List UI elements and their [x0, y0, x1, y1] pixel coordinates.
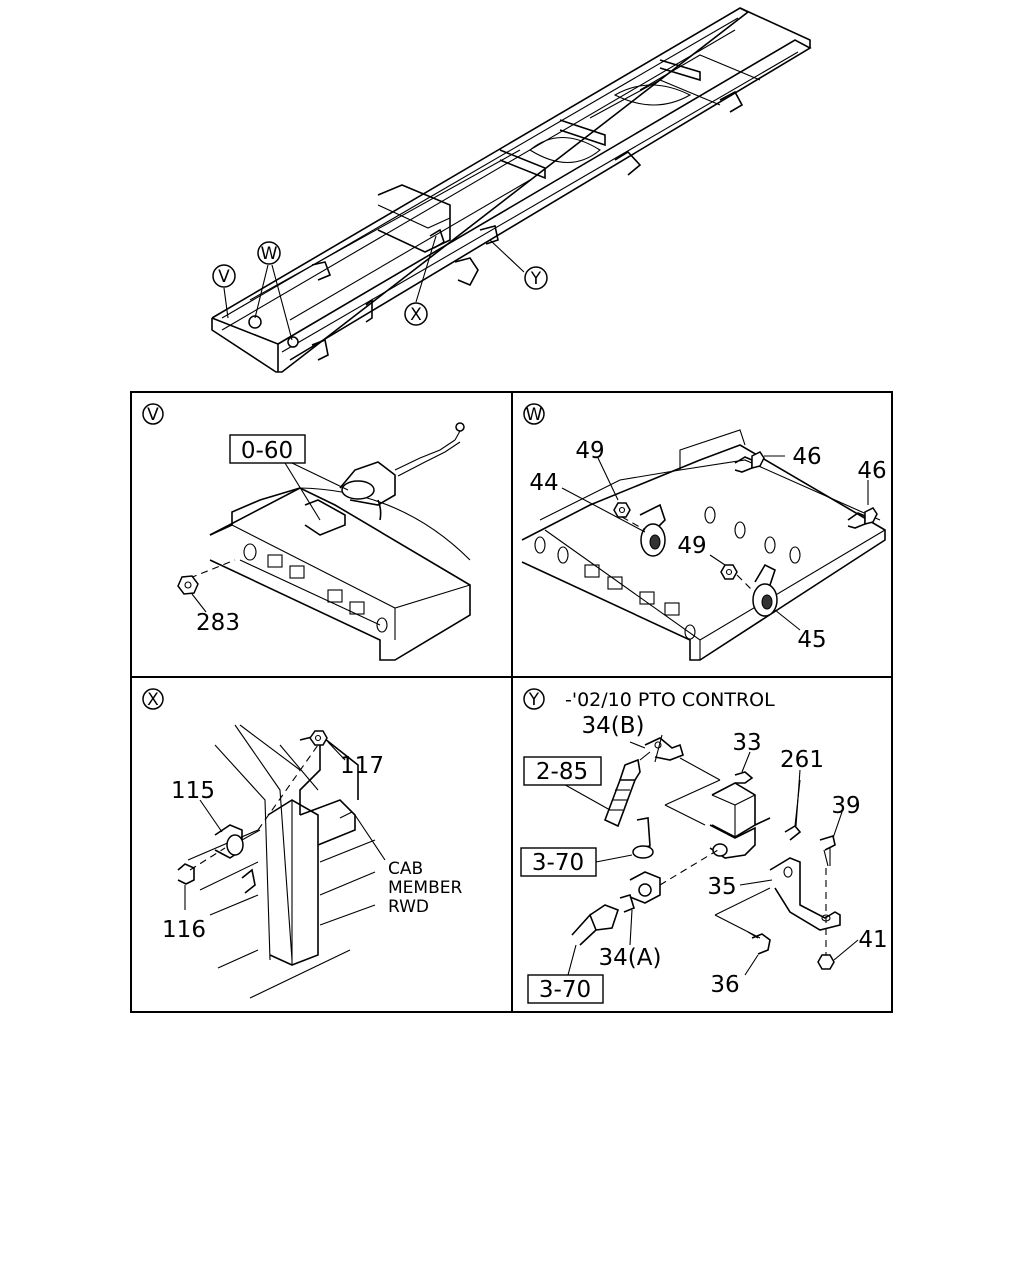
- detail-panels-frame: [130, 391, 893, 1013]
- part-36: 36: [710, 972, 739, 998]
- part-261: 261: [780, 747, 824, 773]
- panel-x-letter: X: [147, 690, 159, 710]
- ref-0-60-label: 0-60: [241, 438, 293, 464]
- part-45: 45: [797, 627, 826, 653]
- panel-v-letter: V: [147, 405, 159, 425]
- callout-v: V: [218, 267, 230, 287]
- callout-y: Y: [530, 269, 542, 289]
- part-34a: 34(A): [599, 945, 662, 971]
- callout-x-circle: [404, 302, 428, 326]
- ref-box-2-85: [523, 756, 602, 786]
- ref-box-0-60: [229, 434, 306, 464]
- panel-y: Y -'02/10 PTO CONTROL: [520, 688, 888, 1004]
- panel-x: X: [142, 688, 462, 999]
- callout-w-circle: [257, 241, 281, 265]
- ref-box-3-70-b: [527, 974, 604, 1004]
- part-46-a: 46: [792, 444, 821, 470]
- callout-v-circle: [212, 264, 236, 288]
- ref-3-70-b-label: 3-70: [539, 977, 591, 1003]
- callout-w: W: [261, 244, 278, 264]
- part-49-b: 49: [677, 533, 706, 559]
- part-33: 33: [732, 730, 761, 756]
- panel-w: W: [521, 403, 887, 661]
- chassis-frame-overview: V W X Y: [211, 7, 812, 373]
- part-46-b: 46: [857, 458, 886, 484]
- part-44: 44: [529, 470, 558, 496]
- part-117: 117: [340, 753, 384, 779]
- panel-y-letter: Y: [528, 690, 540, 710]
- panel-v: V 0-60 283: [142, 403, 471, 661]
- part-34b: 34(B): [582, 713, 645, 739]
- part-115: 115: [171, 778, 215, 804]
- ref-2-85-label: 2-85: [536, 759, 588, 785]
- ref-3-70-a-label: 3-70: [532, 850, 584, 876]
- note-rwd: RWD: [388, 897, 429, 917]
- panel-w-letter: W: [526, 405, 543, 425]
- part-49-a: 49: [575, 438, 604, 464]
- callout-y-circle: [524, 266, 548, 290]
- callout-x: X: [410, 305, 422, 325]
- part-283: 283: [196, 610, 240, 636]
- part-35: 35: [707, 874, 736, 900]
- part-41: 41: [858, 927, 887, 953]
- ref-box-3-70-a: [520, 847, 597, 877]
- part-116: 116: [162, 917, 206, 943]
- part-39: 39: [831, 793, 860, 819]
- note-cab: CAB: [388, 859, 423, 879]
- note-member: MEMBER: [388, 878, 462, 898]
- panel-y-title: -'02/10 PTO CONTROL: [565, 689, 775, 711]
